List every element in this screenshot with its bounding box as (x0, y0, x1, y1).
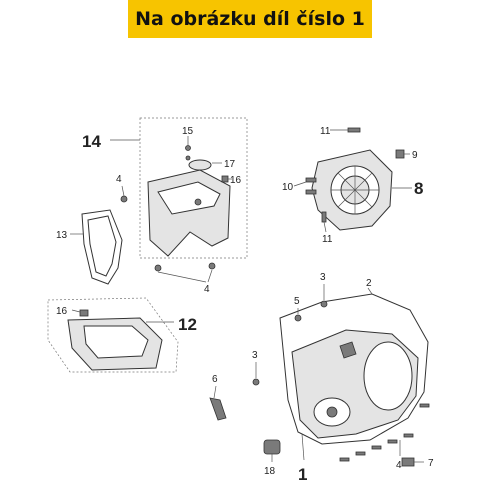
gasket-13-inner (87, 215, 117, 277)
shroud-screw (194, 198, 202, 206)
part-4-screw-right (208, 262, 216, 270)
callout-11-lower: 11 (322, 234, 333, 245)
bolt-10-b (305, 189, 317, 195)
part-6 (209, 397, 227, 421)
callout-12: 12 (178, 315, 197, 334)
crankcase-cover-1 (291, 329, 419, 439)
lower-cover-inner (83, 325, 149, 359)
part-5 (294, 314, 302, 322)
title-banner: Na obrázku díl číslo 1 (128, 0, 372, 38)
part-15-screw (185, 145, 191, 151)
callout-14: 14 (82, 132, 101, 151)
part-16-clip-lower (79, 309, 89, 317)
callout-11-upper: 11 (320, 126, 331, 137)
cover-bulge (363, 341, 413, 411)
callout-15: 15 (182, 126, 194, 137)
bolts-4-lower (339, 403, 430, 462)
callout-10: 10 (282, 182, 294, 193)
cover-fitting (339, 341, 357, 359)
banner-text: Na obrázku díl číslo 1 (135, 8, 365, 30)
callout-4-lower: 4 (396, 460, 402, 471)
callout-8: 8 (414, 179, 423, 198)
callout-16-lower: 16 (56, 306, 68, 317)
air-shroud-top (157, 181, 221, 215)
callout-1: 1 (298, 465, 307, 484)
group-14-frame (139, 117, 248, 259)
nut-9 (395, 149, 405, 159)
callout-16-upper: 16 (230, 175, 242, 186)
part-7 (401, 457, 415, 467)
part-4-screw-left (154, 264, 162, 272)
fan-cover-8 (305, 127, 405, 231)
bolt-11-bottom (321, 211, 327, 223)
leader-lines (70, 129, 424, 463)
bolt-10-a (305, 177, 317, 183)
callout-labels: 14 15 17 16 4 13 4 16 12 11 9 10 8 11 2 … (56, 126, 434, 484)
callout-4-upper: 4 (116, 174, 122, 185)
callout-17: 17 (224, 159, 236, 170)
air-shroud (147, 169, 231, 257)
callout-3-lower: 3 (252, 350, 258, 361)
part-17 (188, 159, 212, 171)
callout-6: 6 (212, 374, 218, 385)
callout-5: 5 (294, 296, 300, 307)
part-3-lower (252, 378, 260, 386)
part-3-upper (320, 300, 328, 308)
cover-boss-center (326, 406, 338, 418)
group-14-housing (120, 117, 248, 272)
callout-2: 2 (366, 278, 372, 289)
bolt-11-top (347, 127, 361, 133)
group-12-cover (47, 297, 179, 373)
callout-4-middle: 4 (204, 284, 210, 295)
part-4-screw-top (120, 195, 128, 203)
part-15-washer (185, 155, 191, 161)
part-18 (263, 439, 281, 455)
callout-13: 13 (56, 230, 68, 241)
callout-7: 7 (428, 458, 434, 469)
callout-18: 18 (264, 466, 276, 477)
callout-9: 9 (412, 150, 418, 161)
fan-spoke-4 (337, 172, 373, 208)
callout-3-upper: 3 (320, 272, 326, 283)
part-16-clip (221, 175, 229, 183)
